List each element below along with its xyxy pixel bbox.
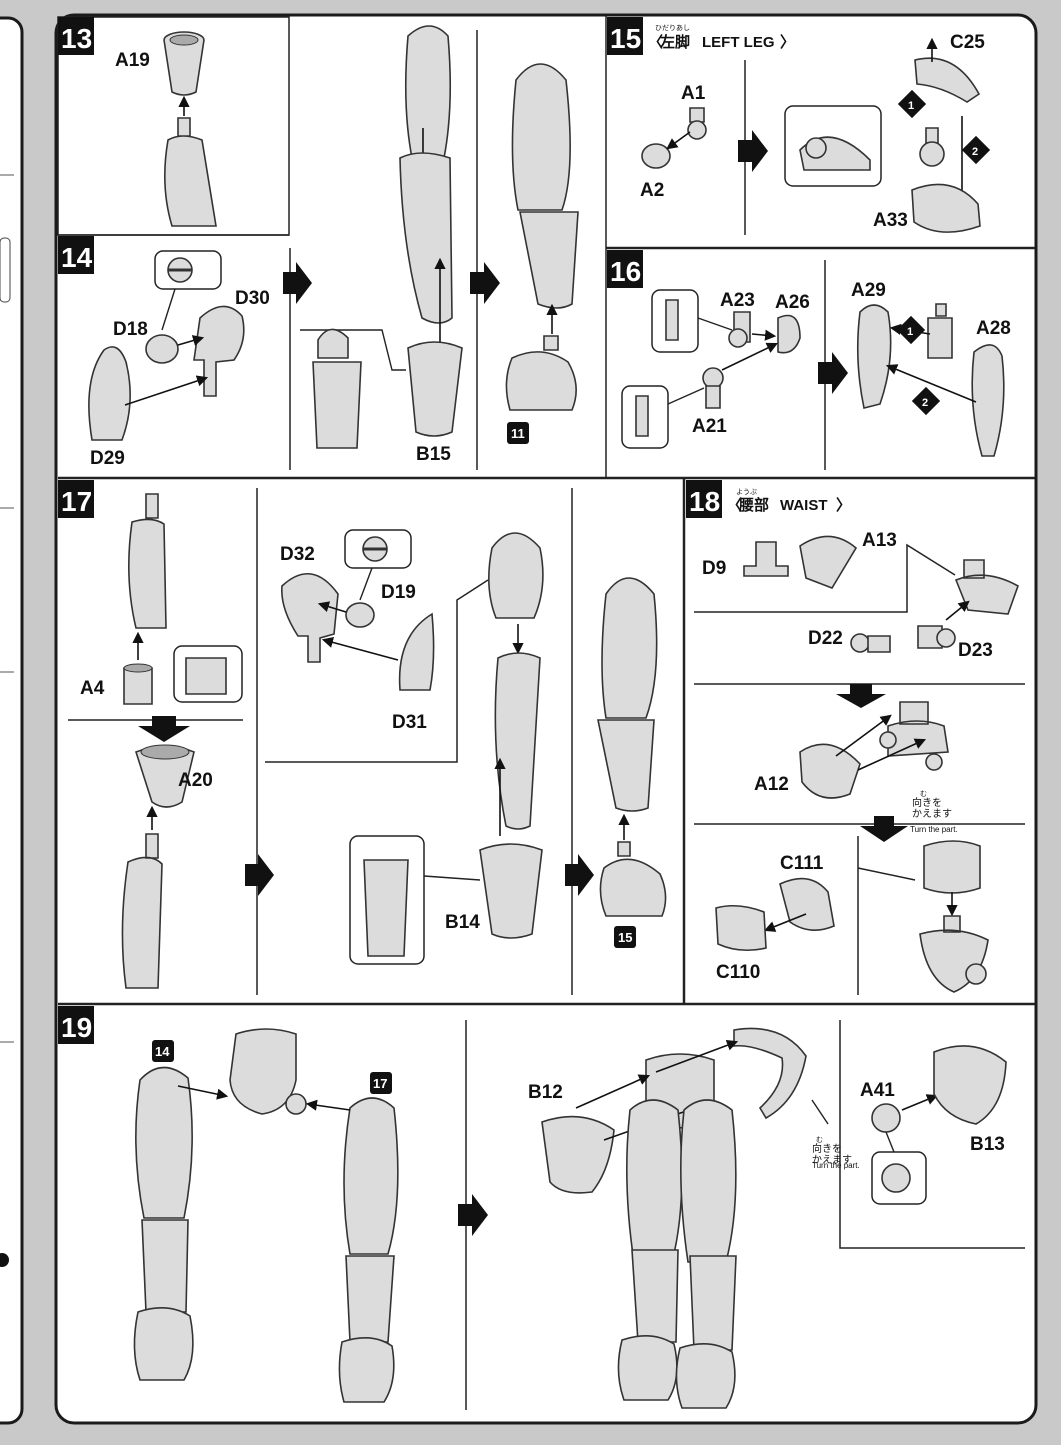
order-mark: 1 [908, 100, 914, 112]
svg-text:〈: 〈 [727, 496, 742, 514]
part-label: A28 [976, 318, 1011, 339]
step-18: 18 ようぶ 〈 腰部 WAIST 〉 D9 A13 D22 D23 A12 む… [686, 480, 1019, 993]
step-15: 15 ひだりあし 〈 左脚 LEFT LEG 〉 A1 A2 C25 1 2 A… [607, 17, 991, 233]
part-label: A1 [681, 83, 706, 104]
part-label: A2 [640, 180, 664, 201]
part-label: B15 [416, 444, 451, 465]
part-label: A20 [178, 770, 213, 791]
part-label: D9 [702, 558, 726, 579]
part-label: C111 [780, 853, 824, 874]
step-number: 18 [689, 486, 720, 517]
step-16: 16 A23 A26 A21 A29 1 A28 2 [607, 250, 1011, 457]
header-furigana: ようぶ [736, 488, 757, 496]
part-label: B13 [970, 1134, 1005, 1155]
part-label: D19 [381, 582, 416, 603]
header-ja: 腰部 [738, 496, 769, 514]
part-label: D18 [113, 319, 148, 340]
part-label: C25 [950, 32, 985, 53]
note-furigana: む [816, 1136, 823, 1144]
part-label: A19 [115, 50, 150, 71]
part-label: D31 [392, 712, 427, 733]
part-label: D32 [280, 544, 315, 565]
part-label: A21 [692, 416, 727, 437]
order-mark: 2 [972, 146, 978, 158]
step-ref: 11 [511, 426, 525, 441]
step-13: 13 A19 [58, 17, 217, 227]
step-14: 14 D30 D18 D29 B15 11 [58, 25, 579, 469]
part-label: A26 [775, 292, 810, 313]
order-mark: 2 [922, 397, 928, 409]
part-label: A12 [754, 774, 789, 795]
step-number: 14 [61, 242, 93, 273]
part-label: A23 [720, 290, 755, 311]
step-ref: 17 [373, 1076, 387, 1091]
part-label: A4 [80, 678, 105, 699]
turn-note-ja: 向きをかえます [912, 796, 952, 820]
svg-text:〉: 〉 [780, 33, 795, 51]
step-number: 16 [610, 256, 641, 287]
part-label: B14 [445, 912, 480, 933]
step-ref: 14 [155, 1044, 170, 1059]
header-en: WAIST [780, 497, 828, 514]
part-label: D30 [235, 288, 270, 309]
step-number: 17 [61, 486, 92, 517]
svg-text:〈: 〈 [648, 33, 663, 51]
step-19: 19 14 17 B12 む 向きをかえます Turn the part. A4… [58, 1006, 1007, 1409]
order-mark: 1 [907, 326, 913, 338]
header-furigana: ひだりあし [655, 24, 690, 32]
part-label: A13 [862, 530, 897, 551]
step-number: 13 [61, 23, 92, 54]
header-en: LEFT LEG [702, 34, 775, 51]
step-number: 19 [61, 1012, 92, 1043]
part-label: D29 [90, 448, 125, 469]
turn-note-ja: 向きをかえます [812, 1142, 852, 1166]
turn-note-en: Turn the part. [812, 1161, 860, 1170]
note-furigana: む [920, 790, 927, 798]
part-label: C110 [716, 962, 760, 983]
turn-note-en: Turn the part. [910, 825, 958, 834]
part-label: A29 [851, 280, 886, 301]
part-label: D23 [958, 640, 993, 661]
header-ja: 左脚 [659, 33, 690, 51]
part-label: D22 [808, 628, 843, 649]
adjacent-page-edge [0, 16, 24, 1425]
svg-text:〉: 〉 [836, 496, 851, 514]
step-17: 17 A4 A20 D32 D19 D31 B14 [58, 480, 667, 989]
step-number: 15 [610, 23, 641, 54]
part-label: A41 [860, 1080, 895, 1101]
step-ref: 15 [618, 930, 632, 945]
part-label: B12 [528, 1082, 563, 1103]
part-label: A33 [873, 210, 908, 231]
